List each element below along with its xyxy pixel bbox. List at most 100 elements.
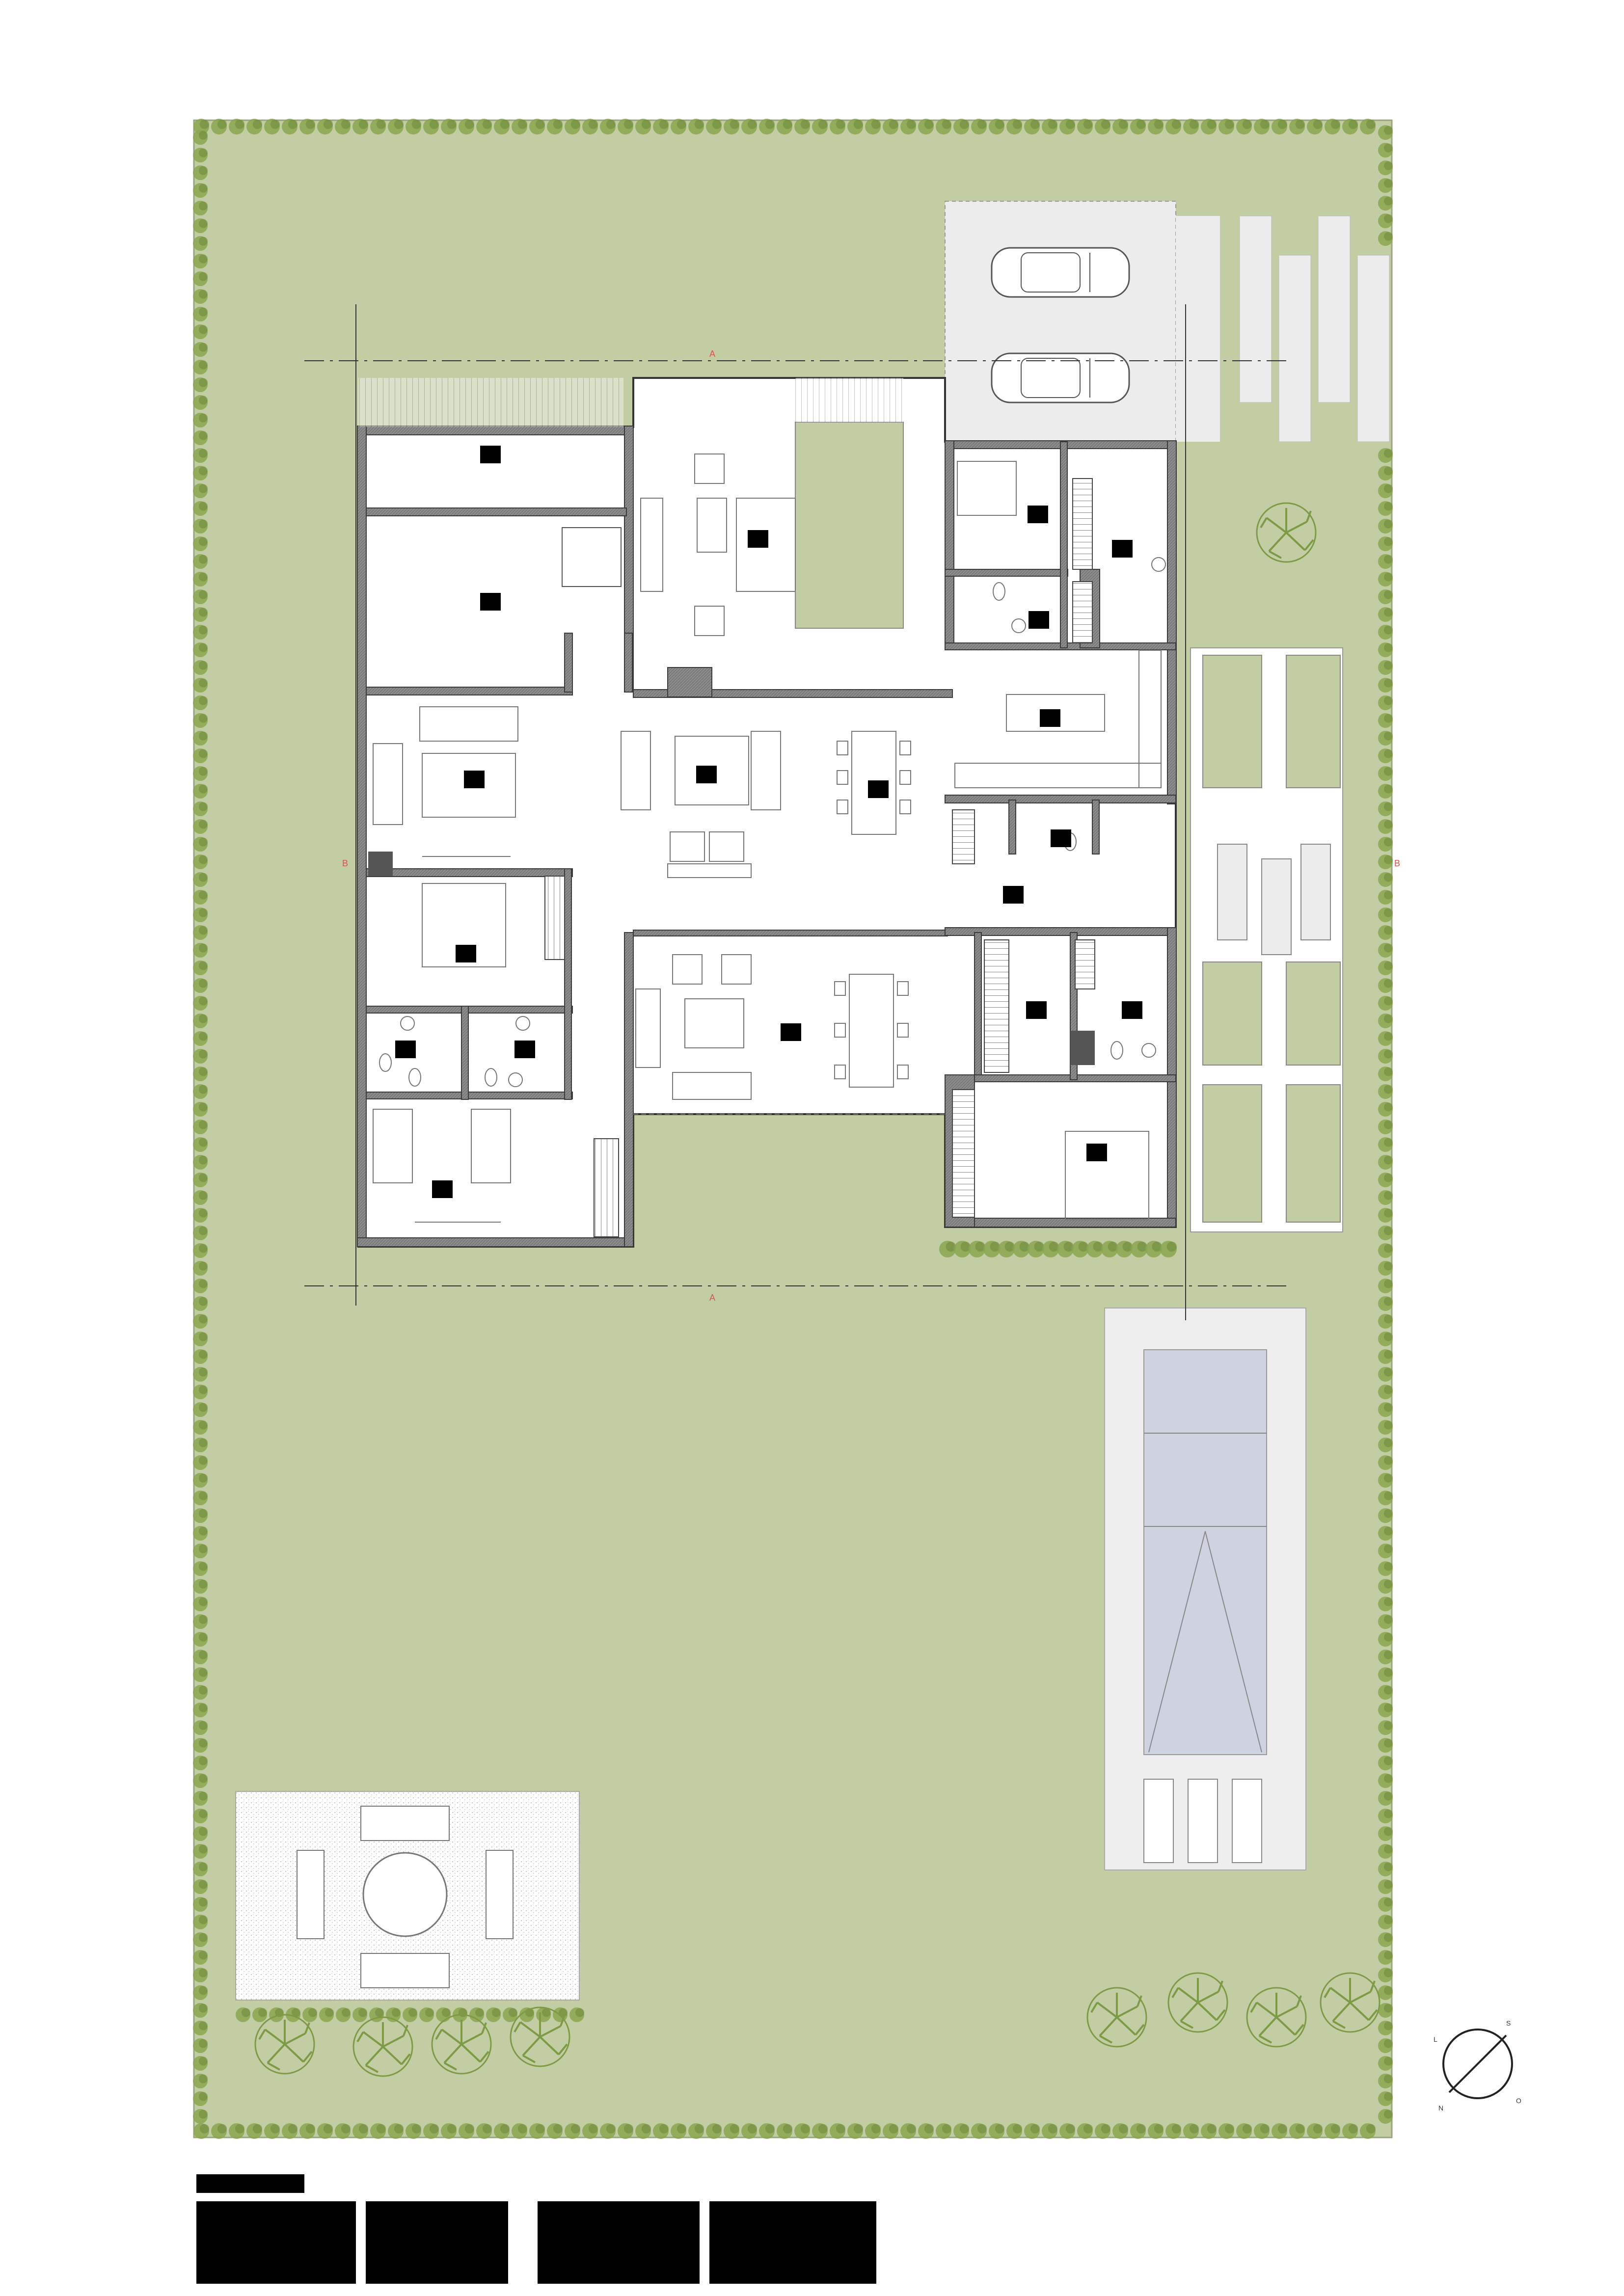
hedge-shrub [193, 1190, 208, 1205]
hedge-shrub [193, 1985, 208, 2000]
parking-pad [945, 201, 1176, 442]
hedge-shrub [1378, 1809, 1393, 1823]
hedge-shrub [1378, 1773, 1393, 1788]
toilet-icon [1110, 1041, 1123, 1060]
toilet-icon [993, 582, 1005, 601]
hedge-shrub [1148, 2123, 1164, 2139]
hedge-shrub [1378, 731, 1393, 746]
hedge-shrub [1218, 2123, 1234, 2139]
hedge-shrub [1378, 1367, 1393, 1382]
hedge-shrub [998, 1241, 1015, 1257]
hedge-shrub [1378, 996, 1393, 1011]
hedge-shrub [1378, 1190, 1393, 1205]
hedge-shrub [193, 254, 208, 268]
hedge-shrub [1130, 119, 1146, 134]
room-label-laundry [1029, 611, 1049, 629]
hedge-shrub [193, 1632, 208, 1647]
hedge-shrub [724, 119, 739, 134]
hedge-shrub [193, 1084, 208, 1099]
hedge-shrub [1378, 214, 1393, 228]
hedge-shrub [777, 2123, 792, 2139]
hedge-shrub [547, 119, 563, 134]
hedge-shrub [600, 119, 616, 134]
hedge-shrub [653, 2123, 669, 2139]
hedge-shrub [1378, 1526, 1393, 1541]
hedge-shrub [193, 1420, 208, 1435]
pergola-area [235, 1791, 580, 2001]
redacted-block [709, 2201, 876, 2284]
patio-furniture [640, 454, 796, 636]
hedge-shrub [1378, 2021, 1393, 2035]
hedge-shrub [600, 2123, 616, 2139]
closet-fill [984, 939, 1009, 1073]
hedge-shrub [193, 731, 208, 746]
sofa-icon [373, 743, 403, 825]
hedge-shrub [1378, 2056, 1393, 2071]
hedge-shrub [759, 2123, 775, 2139]
hedge-shrub [741, 2123, 757, 2139]
hedge-shrub [635, 119, 651, 134]
toilet-icon [379, 1053, 392, 1072]
coffee-table [736, 498, 796, 592]
hedge-shrub [386, 2007, 401, 2022]
hedge-shrub [1024, 2123, 1040, 2139]
hedge-shrub [1378, 978, 1393, 993]
hedge-shrub [193, 1067, 208, 1081]
hedge-shrub [459, 2123, 475, 2139]
hedge-shrub [193, 819, 208, 834]
hedge-shrub [193, 1349, 208, 1364]
hedge-shrub [193, 183, 208, 198]
hedge-shrub [441, 2123, 457, 2139]
hedge-shrub [193, 1738, 208, 1753]
hedge-shrub [193, 1968, 208, 1982]
hedge-shrub [193, 1791, 208, 1806]
bench-icon [360, 1953, 450, 1988]
hedge-shrub [512, 119, 527, 134]
hedge-shrub [1378, 572, 1393, 587]
hedge-shrub [1378, 2074, 1393, 2088]
hedge-shrub [1378, 2003, 1393, 2018]
sofa-icon [419, 706, 518, 742]
hedge-shrub [1378, 125, 1393, 140]
hedge-shrub [1059, 119, 1075, 134]
hedge-shrub [1378, 589, 1393, 604]
hedge-shrub [569, 2007, 584, 2022]
hedge-shrub [193, 996, 208, 1011]
room-labels [395, 446, 1142, 1198]
hedge-shrub [1378, 1985, 1393, 2000]
hedge-shrub [193, 1773, 208, 1788]
hedge-shrub [1378, 1155, 1393, 1170]
section-marker-a: A [709, 349, 715, 359]
sink-icon [1011, 618, 1026, 633]
hedge-shrub [193, 1243, 208, 1258]
sofa-icon [672, 1072, 752, 1100]
hedge-shrub [688, 119, 704, 134]
hedge-shrub [1378, 1897, 1393, 1912]
armchair [721, 954, 752, 985]
hedge-shrub [1325, 2123, 1340, 2139]
hedge-shrub [794, 2123, 810, 2139]
hedge-shrub [1378, 1102, 1393, 1117]
hedge-shrub [582, 119, 598, 134]
hedge-shrub [1077, 119, 1093, 134]
bed-icon [422, 883, 506, 967]
hedge-shrub [706, 2123, 722, 2139]
hedge-shrub [494, 2123, 510, 2139]
hedge-shrub [193, 1102, 208, 1117]
hedge-shrub [741, 119, 757, 134]
toilet-icon [408, 1068, 421, 1087]
sink-icon [508, 1072, 523, 1087]
paving-strip [1357, 255, 1390, 442]
toilet-icon [485, 1068, 497, 1087]
hedge-shrub [1378, 1915, 1393, 1929]
hedge-shrub [1024, 119, 1040, 134]
round-table-icon [362, 1852, 448, 1937]
sun-lounger-icon [1232, 1779, 1262, 1863]
hedge-shrub [193, 130, 208, 145]
hedge-shrub [193, 1579, 208, 1594]
hedge-shrub [193, 201, 208, 215]
hedge-shrub [193, 1367, 208, 1382]
hedge-shrub [193, 695, 208, 710]
hedge-shrub [476, 119, 492, 134]
